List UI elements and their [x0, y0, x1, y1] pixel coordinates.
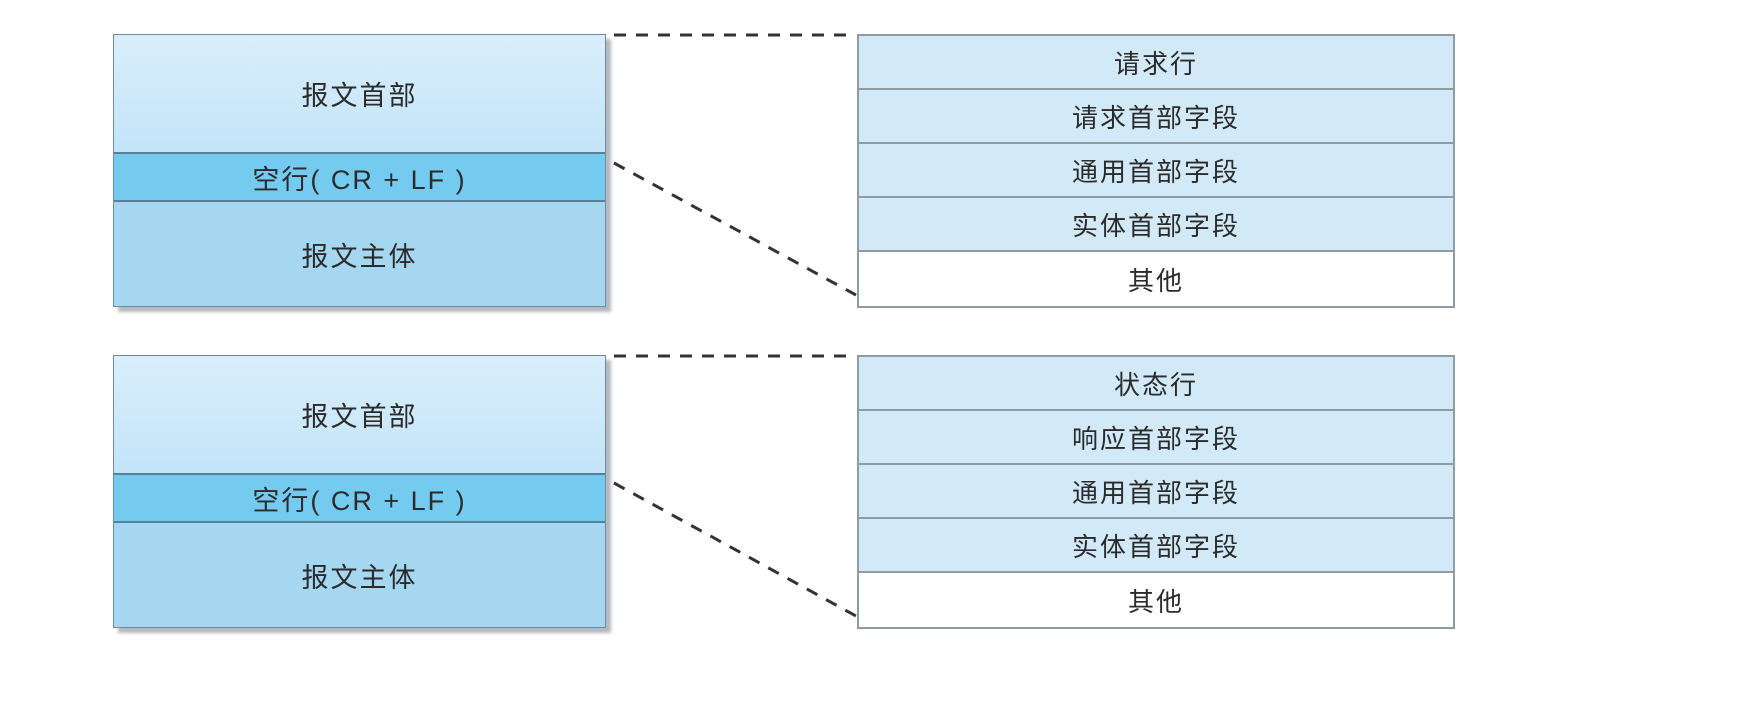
detail-row-other: 其他 [859, 252, 1453, 306]
message-segment-body: 报文主体 [114, 523, 605, 627]
message-segment-body: 报文主体 [114, 202, 605, 306]
detail-table-response: 状态行 响应首部字段 通用首部字段 实体首部字段 其他 [857, 355, 1455, 629]
detail-row-response-header-fields: 响应首部字段 [859, 411, 1453, 465]
detail-row-general-header-fields: 通用首部字段 [859, 465, 1453, 519]
message-segment-blank-line: 空行( CR + LF ) [114, 475, 605, 523]
connector-response-diagonal [613, 481, 857, 618]
detail-row-status-line: 状态行 [859, 357, 1453, 411]
detail-row-general-header-fields: 通用首部字段 [859, 144, 1453, 198]
detail-row-entity-header-fields: 实体首部字段 [859, 519, 1453, 573]
message-block-response: 报文首部 空行( CR + LF ) 报文主体 [113, 355, 606, 628]
message-segment-header: 报文首部 [114, 356, 605, 475]
message-block-request: 报文首部 空行( CR + LF ) 报文主体 [113, 34, 606, 307]
detail-row-request-header-fields: 请求首部字段 [859, 90, 1453, 144]
message-segment-blank-line: 空行( CR + LF ) [114, 154, 605, 202]
detail-row-request-line: 请求行 [859, 36, 1453, 90]
detail-row-other: 其他 [859, 573, 1453, 627]
detail-row-entity-header-fields: 实体首部字段 [859, 198, 1453, 252]
detail-table-request: 请求行 请求首部字段 通用首部字段 实体首部字段 其他 [857, 34, 1455, 308]
message-segment-header: 报文首部 [114, 35, 605, 154]
connector-request-diagonal [613, 161, 857, 297]
